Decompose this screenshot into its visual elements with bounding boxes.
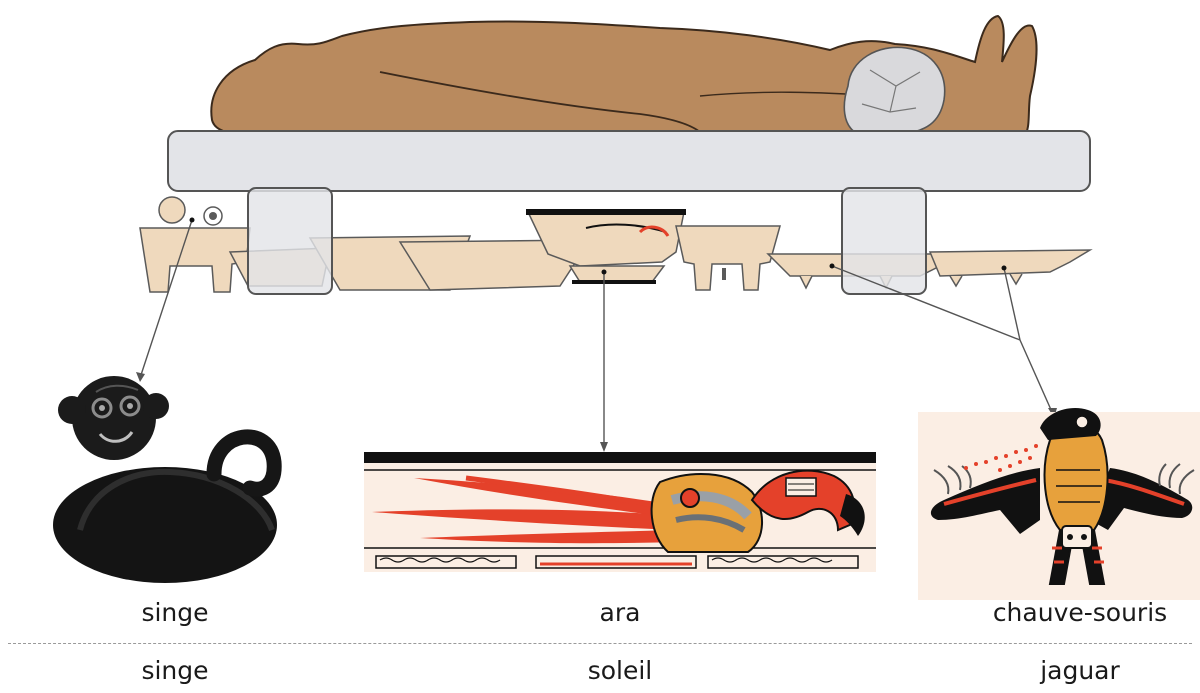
bench-top [168,131,1090,191]
label-macaw: ara [490,598,750,627]
monkey-vessel-body [53,467,277,583]
macaw-eye [681,489,699,507]
monkey-head-small [159,197,185,223]
label-monkey-top: singe [45,598,305,627]
reclining-body [211,16,1036,134]
macaw-panel-top-band [364,452,876,463]
bat-eye [1076,416,1088,428]
monkey-vessel-image [53,376,277,583]
stone-bench [168,131,1090,191]
vessel-plate-2 [930,250,1090,276]
label-bat: chauve-souris [950,598,1200,627]
monkey-head [72,376,156,460]
bat-loincloth [1062,526,1092,548]
label-monkey-bottom: singe [45,656,305,685]
label-jaguar: jaguar [950,656,1200,685]
vessel-tripod [676,226,780,290]
label-sun: soleil [490,656,750,685]
bench-leg-left [248,188,332,294]
bench-leg-right [842,188,926,294]
vessel-painted-rim [526,209,686,215]
bat-body [1045,424,1108,530]
macaw-panel [364,452,876,572]
bat-panel [918,408,1200,600]
vessel-painted-base [570,266,664,282]
dashed-divider [8,643,1192,644]
